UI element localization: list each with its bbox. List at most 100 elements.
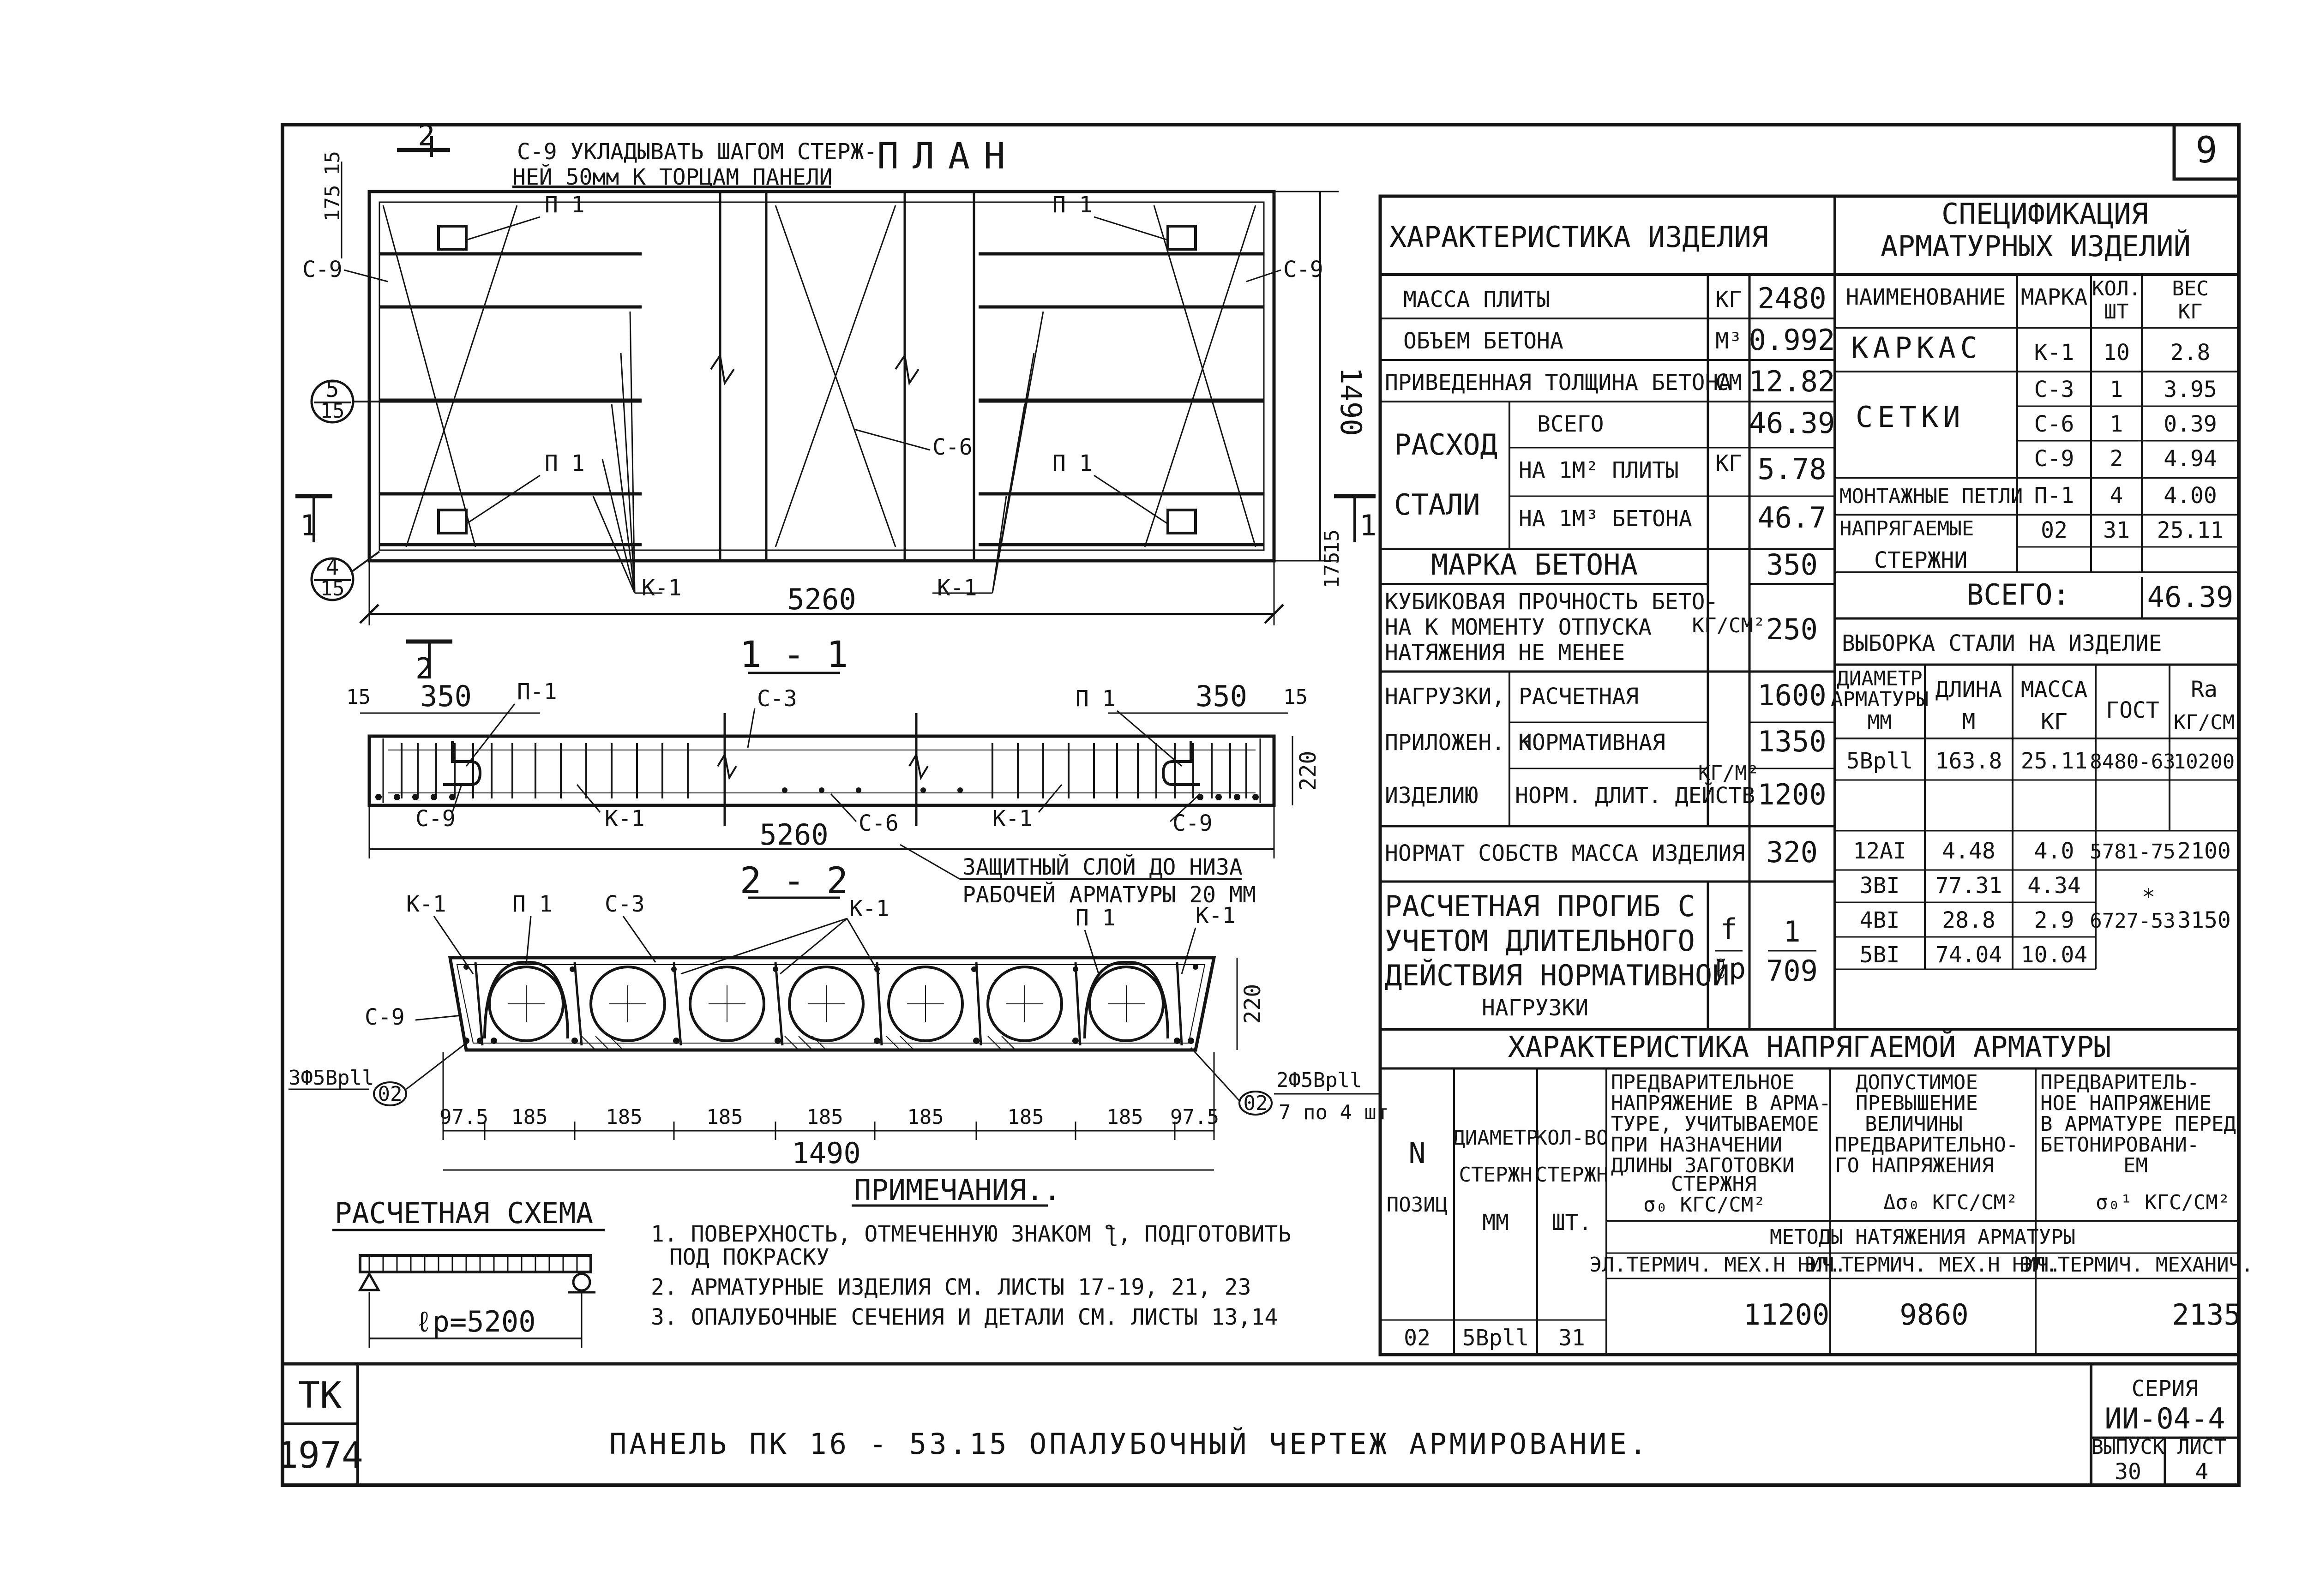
section-2-2-label-k1-right: К-1 — [1196, 903, 1236, 929]
spec-tendons-name-1: НАПРЯГАЕМЫЕ — [1839, 517, 1974, 540]
spec-mesh-1-weight: 0.39 — [2164, 411, 2217, 437]
row-volume-name: ОБЪЕМ БЕТОНА — [1403, 328, 1563, 354]
strength-value: 250 — [1766, 612, 1818, 646]
spec-h-w-1: ВЕС — [2172, 277, 2208, 300]
steel-sel-h-dia-3: ММ — [1868, 711, 1892, 734]
prestress-h-c-5: σ₀¹ КГС/СМ² — [2096, 1191, 2230, 1214]
section-2-2-label-k1-mid: К-1 — [849, 896, 890, 922]
title-year: 1974 — [276, 1435, 363, 1476]
spec-h-name: НАИМЕНОВАНИЕ — [1846, 284, 2006, 310]
section-1-1-title: 1 - 1 — [740, 634, 848, 676]
row-thickness-unit: СМ — [1715, 370, 1742, 396]
spec-mesh-2-qty: 2 — [2110, 446, 2123, 472]
prestress-method-a: ЭЛ.ТЕРМИЧ. МЕХ.Н НИЧ. — [1590, 1253, 1846, 1277]
plan-section-1-right: 1 — [1359, 509, 1376, 542]
spec-mesh-2-weight: 4.94 — [2164, 446, 2217, 472]
plan-note-line-1: С-9 УКЛАДЫВАТЬ ШАГОМ СТЕРЖ- — [517, 139, 877, 165]
spec-mesh-0-mark: С-3 — [2034, 377, 2074, 402]
prestress-h-b-4: ГО НАПРЯЖЕНИЯ — [1835, 1154, 1994, 1177]
steel-sel-h-dia-2: АРМАТУРЫ — [1831, 688, 1929, 711]
note-2: 2. АРМАТУРНЫЕ ИЗДЕЛИЯ СМ. ЛИСТЫ 17-19, 2… — [651, 1274, 1251, 1300]
loads-row-2-name: НОРМ. ДЛИТ. ДЕЙСТВ — [1515, 782, 1755, 809]
row-thickness-value: 12.82 — [1749, 365, 1835, 398]
section-2-2-label-p1: П 1 — [512, 891, 553, 917]
plan-dim-15-bot: 15 — [1320, 529, 1344, 554]
spec-title-1: СПЕЦИФИКАЦИЯ — [1941, 197, 2148, 231]
steel-label-1: РАСХОД — [1394, 428, 1497, 462]
spec-mesh-1-qty: 1 — [2110, 411, 2123, 437]
defl-unit-den: ℓр — [1712, 952, 1746, 985]
steel-sel-h-dia-1: ДИАМЕТР — [1837, 667, 1922, 690]
pitch-4: 185 — [806, 1105, 843, 1129]
prestress-h-c-2: В АРМАТУРЕ ПЕРЕД — [2040, 1112, 2236, 1136]
notes: ПРИМЕЧАНИЯ.. 1. ПОВЕРХНОСТЬ, ОТМЕЧЕННУЮ … — [651, 1173, 1291, 1330]
prestress-h-b-1: ПРЕВЫШЕНИЕ — [1856, 1092, 1978, 1115]
plan-callout-4: 4 — [326, 554, 339, 580]
prestress-h-b-0: ДОПУСТИМОЕ — [1856, 1071, 1978, 1094]
plan-dim-175-bot: 175 — [1320, 552, 1344, 588]
steel-sel-r2-ra: 3150 — [2177, 907, 2231, 933]
pitch-7: 185 — [1106, 1105, 1143, 1129]
steel-row-m3-value: 46.7 — [1757, 501, 1826, 534]
steel-sel-r1-dia: 12AI — [1853, 838, 1906, 864]
note-1b: ПОД ПОКРАСКУ — [669, 1244, 829, 1270]
prestress-h-qty-1: КОЛ-ВО — [1535, 1126, 1609, 1150]
plan-title: ПЛАН — [877, 136, 1019, 177]
loads-row-0-name: РАСЧЕТНАЯ — [1519, 684, 1639, 709]
pitch-8: 97.5 — [1170, 1105, 1219, 1129]
prestress-h-a-1: НАПРЯЖЕНИЕ В АРМА- — [1611, 1092, 1831, 1115]
steel-sel-r2-mass: 4.34 — [2027, 873, 2081, 899]
pitch-2: 185 — [606, 1105, 642, 1129]
loads-row-1-name: НОРМАТИВНАЯ — [1519, 730, 1665, 756]
plan-dim-175-top: 175 — [321, 185, 344, 222]
plan-label-p1-d: П 1 — [1052, 450, 1093, 476]
steel-label-2: СТАЛИ — [1394, 488, 1480, 522]
grade-value: 350 — [1766, 548, 1818, 582]
prestress-h-qty-3: ШТ. — [1552, 1210, 1592, 1236]
loads-row-2-value: 1200 — [1757, 778, 1826, 811]
pitch-3: 185 — [706, 1105, 743, 1129]
plan-label-p1-c: П 1 — [1052, 192, 1093, 218]
pitch-5: 185 — [907, 1105, 944, 1129]
right-tables: ХАРАКТЕРИСТИКА ИЗДЕЛИЯ МАССА ПЛИТЫ КГ 24… — [1378, 194, 2254, 1356]
steel-sel-h-len-2: М — [1962, 709, 1976, 735]
defl-value-num: 1 — [1783, 915, 1800, 948]
row-volume-value: 0.992 — [1749, 323, 1835, 357]
strength-l1: КУБИКОВАЯ ПРОЧНОСТЬ БЕТО- — [1385, 589, 1718, 615]
sheet-number: 9 — [2196, 130, 2218, 171]
section-1-1-height: 220 — [1295, 751, 1321, 791]
section-2-2-left-bars: 3Ф5Врll — [288, 1066, 374, 1090]
section-2-2-right-bars-note: 7 по 4 шт — [1279, 1101, 1388, 1124]
steel-sel-h-len-1: ДЛИНА — [1935, 677, 2002, 702]
steel-sel-r0-dia: 5Врll — [1846, 748, 1913, 774]
strength-unit: КГ/СМ² — [1692, 614, 1766, 637]
plan-label-p1-a: П 1 — [545, 192, 585, 218]
plan-section-1-left: 1 — [300, 509, 317, 542]
calc-scheme-span: ℓр=5200 — [415, 1305, 535, 1338]
spec-mesh-0-weight: 3.95 — [2164, 377, 2217, 402]
spec-loops-qty: 4 — [2110, 483, 2123, 509]
title-issue-label: ВЫПУСК — [2092, 1435, 2165, 1459]
cover-note-line-2: РАБОЧЕЙ АРМАТУРЫ 20 ММ — [962, 882, 1256, 908]
plan-label-c9-right: С-9 — [1283, 257, 1323, 282]
prestress-row-pos: 02 — [1404, 1325, 1430, 1351]
plan-dim-15-top: 15 — [321, 151, 344, 175]
pitch-1: 185 — [511, 1105, 547, 1129]
prestress-h-pos-1: N — [1408, 1136, 1425, 1170]
section-1-1-label-c6: С-6 — [859, 810, 899, 836]
plan-view: ПЛАН С-9 УКЛАДЫВАТЬ ШАГОМ СТЕРЖ- НЕЙ 50м… — [295, 119, 1376, 625]
plan-label-c6: С-6 — [932, 434, 973, 460]
steel-sel-r1-mass: 4.0 — [2034, 838, 2074, 864]
prestress-row-c: 2135 — [2172, 1298, 2241, 1332]
prestress-h-c-1: НОЕ НАПРЯЖЕНИЕ — [2040, 1092, 2212, 1115]
steel-row-m3-name: НА 1М³ БЕТОНА — [1519, 506, 1692, 532]
steel-unit: КГ — [1715, 450, 1742, 476]
spec-h-qty-2: ШТ — [2104, 300, 2129, 324]
spec-frame-name: КАРКАС — [1851, 331, 1982, 365]
prestress-h-a-4: ДЛИНЫ ЗАГОТОВКИ — [1611, 1154, 1794, 1177]
section-1-1-label-p1-left: П-1 — [517, 679, 557, 705]
plan-width-dim: 1490 — [1334, 367, 1368, 436]
prestress-h-pos-2: ПОЗИЦ — [1387, 1193, 1448, 1217]
section-1-1-label-k1-right: К-1 — [992, 806, 1033, 832]
spec-h-mark: МАРКА — [2021, 284, 2088, 310]
